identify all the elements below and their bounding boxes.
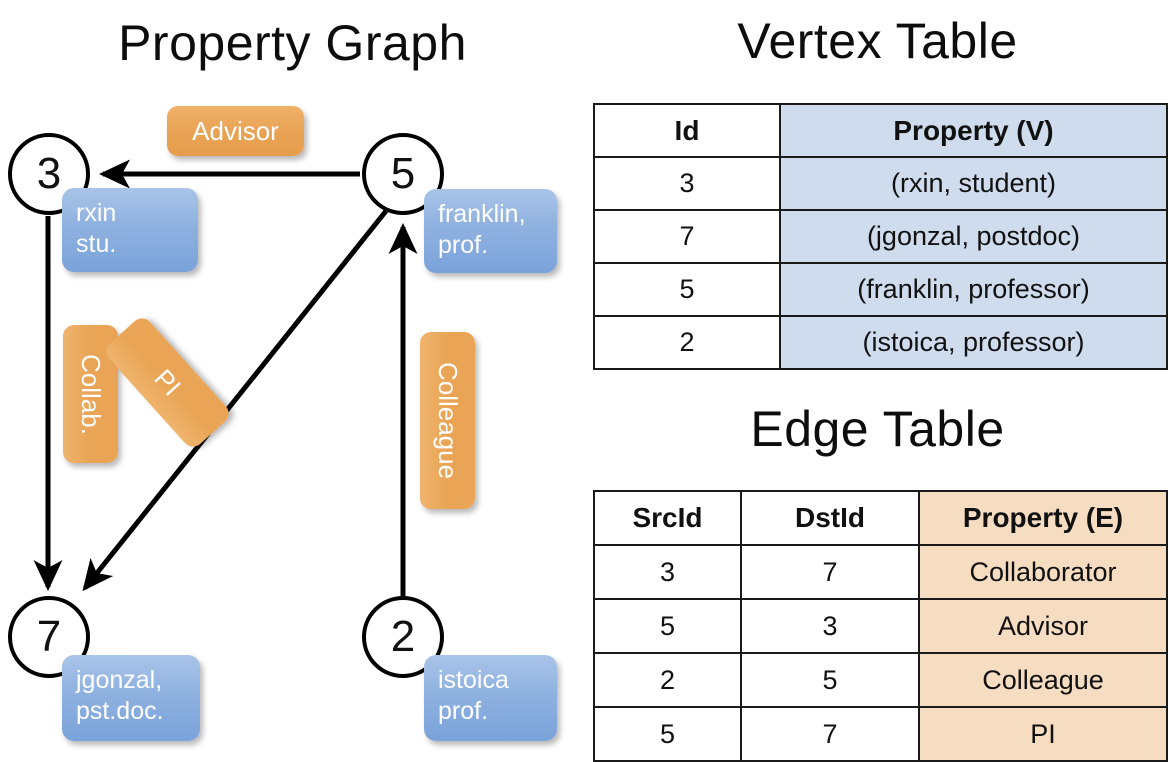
- vertex-table-header-property: Property (V): [779, 103, 1168, 158]
- edge-cell-property: Colleague: [918, 652, 1168, 708]
- graph-edges-svg: [33, 159, 418, 600]
- node-property-line2: pst.doc.: [76, 696, 164, 725]
- node-property-line1: rxin: [76, 199, 117, 227]
- edge-table-header-property: Property (E): [918, 490, 1168, 546]
- edge-cell-property: Advisor: [918, 598, 1168, 654]
- vertex-cell-property: (jgonzal, postdoc): [779, 209, 1168, 264]
- vertex-cell-id: 7: [593, 209, 781, 264]
- vertex-cell-property: (istoica, professor): [779, 315, 1168, 370]
- node-property-box-7: jgonzal, pst.doc.: [62, 655, 200, 741]
- edge-cell-srcid: 2: [593, 652, 742, 708]
- property-graph-diagram: 3 5 7 2 rxin stu. franklin, prof. jgonza…: [0, 0, 585, 760]
- edge-label-text: Collab.: [76, 353, 106, 435]
- node-property-box-5: franklin, prof.: [424, 189, 557, 273]
- table-row: 7 (jgonzal, postdoc): [593, 209, 1168, 264]
- edge-table-header-srcid: SrcId: [593, 490, 742, 546]
- node-property-line1: jgonzal,: [76, 666, 163, 694]
- edge-cell-property: Collaborator: [918, 544, 1168, 600]
- node-property-line2: prof.: [438, 696, 489, 725]
- node-property-box-2: istoica prof.: [424, 655, 557, 741]
- edge-table-header-dstid: DstId: [740, 490, 920, 546]
- edge-cell-dstid: 3: [740, 598, 920, 654]
- table-row: 5 7 PI: [593, 706, 1168, 762]
- table-header-row: Id Property (V): [593, 103, 1168, 158]
- table-row: 3 (rxin, student): [593, 156, 1168, 211]
- edge-cell-property: PI: [918, 706, 1168, 762]
- node-property-line2: stu.: [76, 229, 117, 258]
- table-row: 5 (franklin, professor): [593, 262, 1168, 317]
- table-row: 3 7 Collaborator: [593, 544, 1168, 600]
- edge-cell-srcid: 3: [593, 544, 742, 600]
- page-title-edge-table: Edge Table: [750, 401, 1005, 457]
- vertex-cell-id: 3: [593, 156, 781, 211]
- edge-label-text: PI: [148, 363, 188, 402]
- vertex-cell-property: (franklin, professor): [779, 262, 1168, 317]
- node-property-line1: franklin,: [438, 200, 526, 228]
- edge-label-text: Advisor: [192, 115, 279, 146]
- node-property-line1: istoica: [438, 666, 509, 694]
- edge-5-to-7: [82, 209, 388, 592]
- node-property-line2: prof.: [438, 230, 489, 259]
- vertex-cell-id: 5: [593, 262, 781, 317]
- graph-node-5[interactable]: 5: [362, 133, 444, 215]
- edge-cell-srcid: 5: [593, 706, 742, 762]
- page-title-vertex-table: Vertex Table: [737, 13, 1018, 69]
- vertex-table: Id Property (V) 3 (rxin, student) 7 (jgo…: [593, 103, 1168, 370]
- table-row: 5 3 Advisor: [593, 598, 1168, 654]
- vertex-cell-id: 2: [593, 315, 781, 370]
- vertex-cell-property: (rxin, student): [779, 156, 1168, 211]
- table-row: 2 5 Colleague: [593, 652, 1168, 708]
- node-property-box-3: rxin stu.: [62, 188, 198, 272]
- graph-node-2[interactable]: 2: [362, 596, 444, 678]
- table-row: 2 (istoica, professor): [593, 315, 1168, 370]
- table-header-row: SrcId DstId Property (E): [593, 490, 1168, 546]
- page-title-property-graph: Property Graph: [118, 15, 467, 71]
- edge-cell-dstid: 5: [740, 652, 920, 708]
- edge-label-text: Colleague: [433, 361, 463, 480]
- edge-table: SrcId DstId Property (E) 3 7 Collaborato…: [593, 490, 1168, 762]
- edge-cell-dstid: 7: [740, 706, 920, 762]
- vertex-table-header-id: Id: [593, 103, 781, 158]
- edge-label-colleague: Colleague: [420, 332, 475, 509]
- edge-cell-srcid: 5: [593, 598, 742, 654]
- edge-label-advisor: Advisor: [167, 106, 304, 156]
- edge-cell-dstid: 7: [740, 544, 920, 600]
